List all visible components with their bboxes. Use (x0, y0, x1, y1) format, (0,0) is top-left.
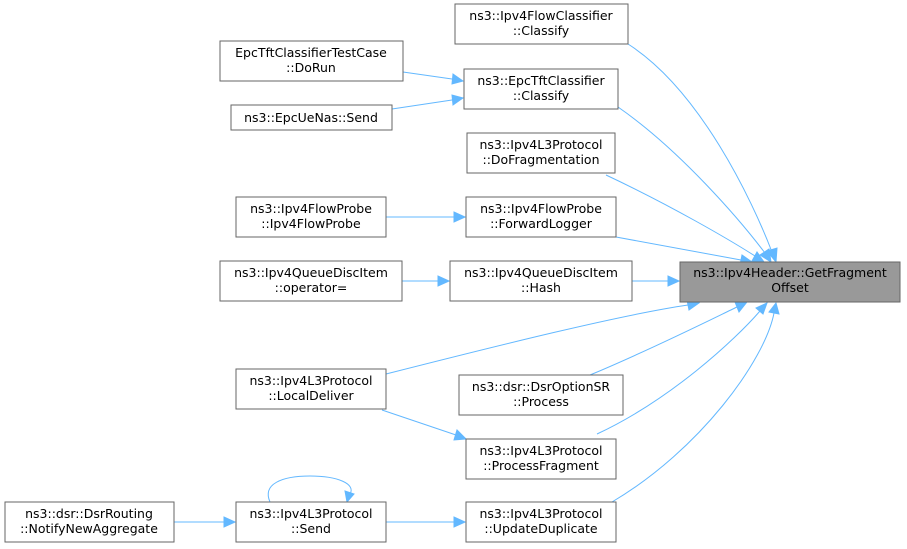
node-box (465, 501, 617, 543)
node-label-line2: Offset (771, 280, 809, 295)
node-box (679, 261, 901, 303)
node-label-line1: ns3::dsr::DsrRouting (25, 506, 153, 521)
node-label-line2: ::NotifyNewAggregate (20, 521, 158, 536)
node-epcuenas-send[interactable]: ns3::EpcUeNas::Send (230, 104, 393, 131)
node-label-line1: EpcTftClassifierTestCase (235, 45, 387, 60)
node-ipv4l3protocol-updateduplicate[interactable]: ns3::Ipv4L3Protocol ::UpdateDuplicate (465, 501, 617, 543)
node-ipv4flowprobe-ipv4flowprobe[interactable]: ns3::Ipv4FlowProbe ::Ipv4FlowProbe (235, 196, 387, 238)
node-label-line2: ::ForwardLogger (490, 216, 593, 231)
node-label-line2: ::Send (291, 521, 331, 536)
node-ipv4flowprobe-forwardlogger[interactable]: ns3::Ipv4FlowProbe ::ForwardLogger (465, 196, 617, 238)
edge-arrowhead (453, 429, 468, 441)
node-box (463, 68, 619, 110)
node-label-line1: ns3::Ipv4L3Protocol (249, 506, 372, 521)
node-box (219, 40, 404, 82)
node-ipv4queuediscitem-hash[interactable]: ns3::Ipv4QueueDiscItem ::Hash (449, 260, 633, 302)
nodes: ns3::Ipv4Header::GetFragment Offset ns3:… (4, 3, 901, 543)
edge-arrowhead (768, 301, 780, 315)
node-label-line1: ns3::Ipv4FlowClassifier (469, 8, 613, 23)
node-ipv4l3protocol-localdeliver[interactable]: ns3::Ipv4L3Protocol ::LocalDeliver (235, 368, 387, 410)
edge-epcuenas-send-to-epctftclassifier-classify (391, 99, 453, 110)
node-box (449, 260, 633, 302)
node-label-line1: ns3::Ipv4FlowProbe (480, 201, 602, 216)
edge-ipv4flowprobe-forwardlogger-to-root (615, 236, 742, 261)
node-label-line1: ns3::Ipv4L3Protocol (479, 443, 602, 458)
node-label-line2: ::ProcessFragment (483, 458, 599, 473)
node-label-line2: ::LocalDeliver (268, 388, 354, 403)
edge-epctftclassifiertestcase-dorun-to-epctftclassifier-classify (402, 71, 453, 80)
edge-arrowhead (755, 302, 768, 315)
edge-ipv4l3protocol-processfragment-to-root (596, 310, 761, 435)
node-ipv4l3protocol-dofragmentation[interactable]: ns3::Ipv4L3Protocol ::DoFragmentation (466, 132, 616, 174)
node-label-line1: ns3::Ipv4L3Protocol (249, 373, 372, 388)
edge-ipv4l3protocol-dofragmentation-to-root (605, 174, 756, 257)
node-ipv4queuediscitem-operator[interactable]: ns3::Ipv4QueueDiscItem ::operator= (219, 260, 403, 302)
edge-arrowhead (759, 248, 772, 264)
edge-arrowhead (451, 73, 465, 85)
node-dsroptionsr-process[interactable]: ns3::dsr::DsrOptionSR ::Process (458, 374, 624, 416)
node-label-line2: ::DoRun (286, 60, 336, 75)
node-box (458, 374, 624, 416)
node-box (230, 104, 393, 131)
node-epctftclassifiertestcase-dorun[interactable]: EpcTftClassifierTestCase ::DoRun (219, 40, 404, 82)
node-label-line1: ns3::EpcTftClassifier (477, 73, 605, 88)
edge-arrowhead (453, 516, 467, 528)
node-ipv4flowclassifier-classify[interactable]: ns3::Ipv4FlowClassifier ::Classify (454, 3, 629, 45)
edge-arrowhead (667, 275, 681, 287)
node-epctftclassifier-classify[interactable]: ns3::EpcTftClassifier ::Classify (463, 68, 619, 110)
node-label-line1: ns3::Ipv4L3Protocol (479, 506, 602, 521)
node-label-line2: ::Process (513, 394, 569, 409)
edge-arrowhead (437, 275, 451, 287)
edge-ipv4flowclassifier-classify-to-root (627, 43, 773, 253)
edge-arrowhead (734, 301, 749, 313)
node-label-line1: ns3::Ipv4Header::GetFragment (693, 265, 887, 280)
node-box (235, 196, 387, 238)
node-label-line2: ::Classify (513, 88, 570, 103)
edge-dsroptionsr-process-to-root (589, 306, 738, 376)
node-label-line2: ::Classify (513, 23, 570, 38)
edge-arrowhead (453, 211, 467, 223)
node-label-line2: ::Hash (521, 280, 561, 295)
node-label-line1: ns3::Ipv4FlowProbe (250, 201, 372, 216)
edge-ipv4l3protocol-localdeliver-to-root (385, 304, 689, 375)
node-label-line2: ::UpdateDuplicate (484, 521, 598, 536)
node-label-line1: ns3::dsr::DsrOptionSR (472, 379, 611, 394)
node-label-line1: ns3::EpcUeNas::Send (244, 110, 378, 125)
node-ipv4header-getfragmentoffset[interactable]: ns3::Ipv4Header::GetFragment Offset (679, 261, 901, 303)
node-box (219, 260, 403, 302)
node-box (465, 438, 617, 480)
node-ipv4l3protocol-send[interactable]: ns3::Ipv4L3Protocol ::Send (235, 501, 387, 543)
edges (174, 43, 780, 528)
edge-arrowhead (344, 490, 355, 504)
node-box (465, 196, 617, 238)
node-box (466, 132, 616, 174)
node-dsrrouting-notifynewaggregate[interactable]: ns3::dsr::DsrRouting ::NotifyNewAggregat… (4, 501, 175, 543)
node-label-line2: ::Ipv4FlowProbe (261, 216, 361, 231)
edge-ipv4l3protocol-send-self-loop (267, 475, 352, 503)
edge-arrowhead (451, 94, 465, 106)
node-box (235, 368, 387, 410)
node-label-line1: ns3::Ipv4QueueDiscItem (234, 265, 388, 280)
edge-localdeliver-to-processfragment (381, 409, 457, 436)
node-box (235, 501, 387, 543)
node-ipv4l3protocol-processfragment[interactable]: ns3::Ipv4L3Protocol ::ProcessFragment (465, 438, 617, 480)
node-label-line2: ::operator= (275, 280, 348, 295)
node-box (454, 3, 629, 45)
node-label-line2: ::DoFragmentation (482, 152, 599, 167)
edge-epctftclassifier-classify-to-root (617, 106, 766, 254)
node-label-line1: ns3::Ipv4QueueDiscItem (464, 265, 618, 280)
edge-arrowhead (223, 516, 237, 528)
edge-ipv4l3protocol-updateduplicate-to-root (611, 312, 775, 503)
node-box (4, 501, 175, 543)
node-label-line1: ns3::Ipv4L3Protocol (479, 137, 602, 152)
